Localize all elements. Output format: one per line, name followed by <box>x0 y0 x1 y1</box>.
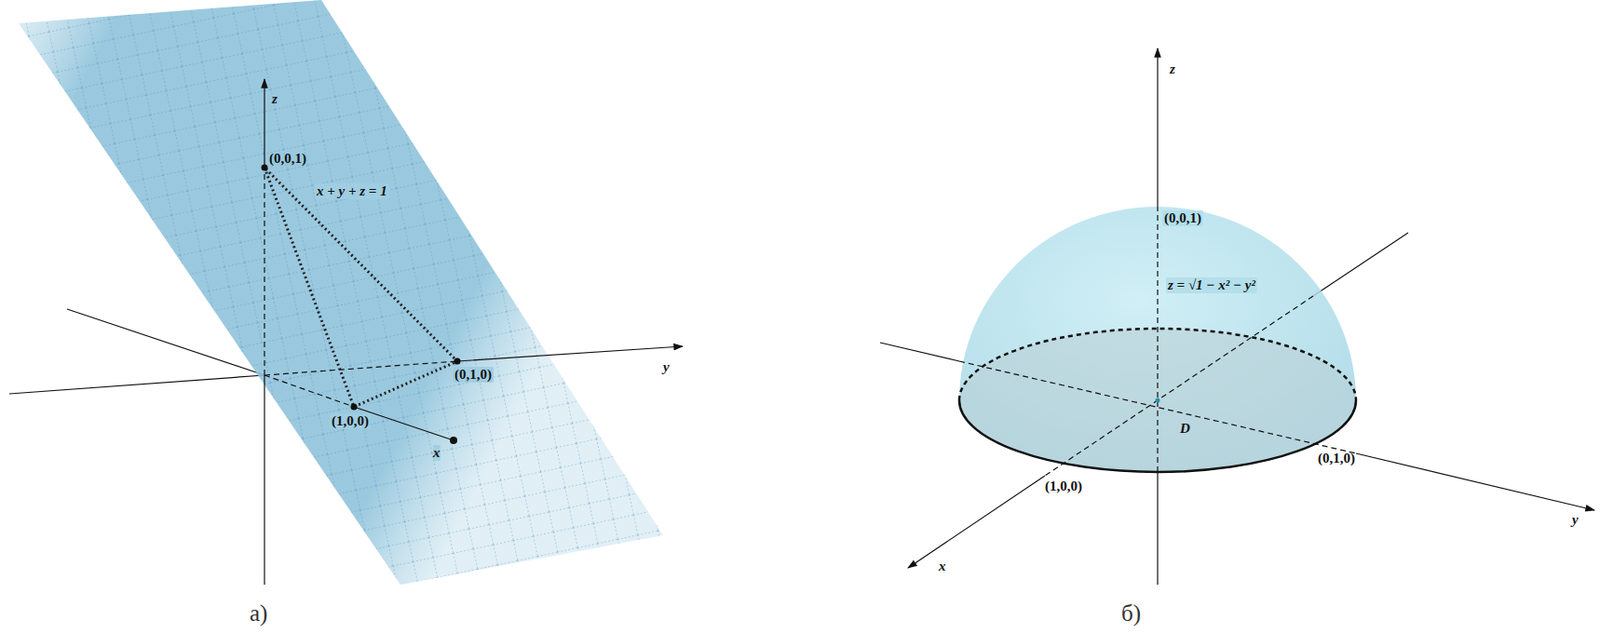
z-axis-neg <box>263 375 265 585</box>
point-label: (0,1,0) <box>1315 450 1357 467</box>
z-axis <box>263 79 265 168</box>
plane-grid <box>0 0 708 634</box>
y-axis <box>1355 453 1595 511</box>
point <box>261 164 269 172</box>
y-axis-hidden <box>264 361 458 376</box>
x-axis-hidden <box>264 375 354 407</box>
point-label: (1,0,0) <box>329 413 371 430</box>
right-figure <box>880 48 1595 585</box>
left-figure <box>0 0 708 634</box>
axis-label: x <box>433 445 441 462</box>
figure-caption: а) <box>249 600 268 627</box>
surface-equation: z = √1 − x² − y² <box>1166 277 1258 294</box>
hemisphere <box>959 206 1356 473</box>
y-axis-neg <box>9 375 265 394</box>
y-axis <box>457 346 683 362</box>
z-axis-neg <box>1156 472 1158 585</box>
point-label: (0,0,1) <box>267 150 309 167</box>
z-axis-hidden <box>263 167 265 376</box>
x-axis-end <box>449 436 458 445</box>
plane-equation: x + y + z = 1 <box>314 183 390 200</box>
axis-label: z <box>1169 61 1176 78</box>
axis-label: y <box>663 359 670 376</box>
z-axis-hidden <box>1156 206 1158 473</box>
y-axis-hidden <box>959 361 1356 454</box>
origin <box>1155 398 1161 404</box>
triangle <box>264 167 458 407</box>
z-axis <box>1156 48 1158 207</box>
y-axis-neg <box>880 342 960 362</box>
point <box>351 404 358 411</box>
x-axis-hidden <box>1044 296 1314 476</box>
x-axis <box>908 475 1045 569</box>
point-label: (1,0,0) <box>1043 478 1085 495</box>
point-label: (0,1,0) <box>452 366 494 383</box>
x-axis-neg <box>1313 232 1409 297</box>
axis-label: z <box>271 91 278 108</box>
point-label: (0,0,1) <box>1162 210 1204 227</box>
point <box>454 358 462 366</box>
figure-caption: б) <box>1121 600 1141 627</box>
region-label: D <box>1179 420 1191 437</box>
axis-label: y <box>1572 512 1579 529</box>
axis-label: x <box>938 558 947 575</box>
